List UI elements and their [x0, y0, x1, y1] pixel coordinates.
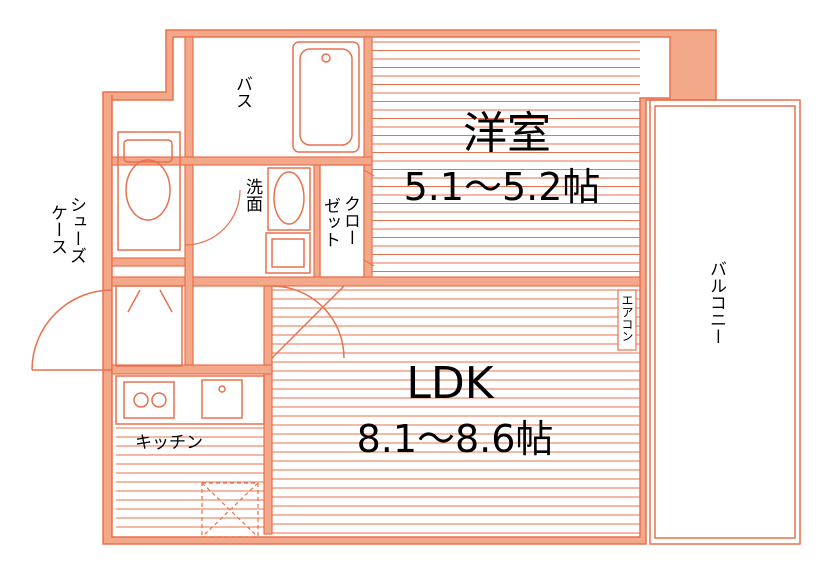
- fridge-space: [201, 482, 259, 538]
- toilet-door: [184, 189, 241, 246]
- washroom-label: 洗面: [242, 178, 263, 212]
- closet-label-line2: ゼット: [320, 197, 340, 248]
- western-room-name: 洋室: [463, 108, 551, 159]
- closet: [319, 164, 375, 278]
- balcony: [649, 99, 801, 545]
- kitchen-label: キッチン: [135, 433, 203, 453]
- closet-label-line1: クロー: [340, 195, 360, 246]
- ldk-room-size: 8.1〜8.6帖: [357, 417, 554, 461]
- floor-hatching: [116, 41, 640, 534]
- entrance-door: [31, 285, 183, 371]
- ldk-room-name: LDK: [406, 358, 494, 409]
- western-room-size: 5.1〜5.2帖: [404, 165, 601, 209]
- toilet: [117, 131, 181, 251]
- wash-basin: [265, 167, 311, 274]
- exterior-walls: [102, 29, 717, 545]
- interior-walls: [111, 36, 641, 535]
- kitchen-counter: [115, 375, 265, 425]
- ldk-door: [271, 285, 345, 359]
- bathtub: [292, 41, 360, 153]
- bath-label: バス: [232, 75, 252, 109]
- shoe-case-label-line2: ケース: [47, 204, 67, 255]
- aircon-unit: [617, 289, 637, 351]
- shoe-case-label-line1: シューズ: [66, 196, 86, 264]
- balcony-label: バルコニー: [706, 260, 726, 345]
- aircon-label: エアコン: [620, 294, 634, 342]
